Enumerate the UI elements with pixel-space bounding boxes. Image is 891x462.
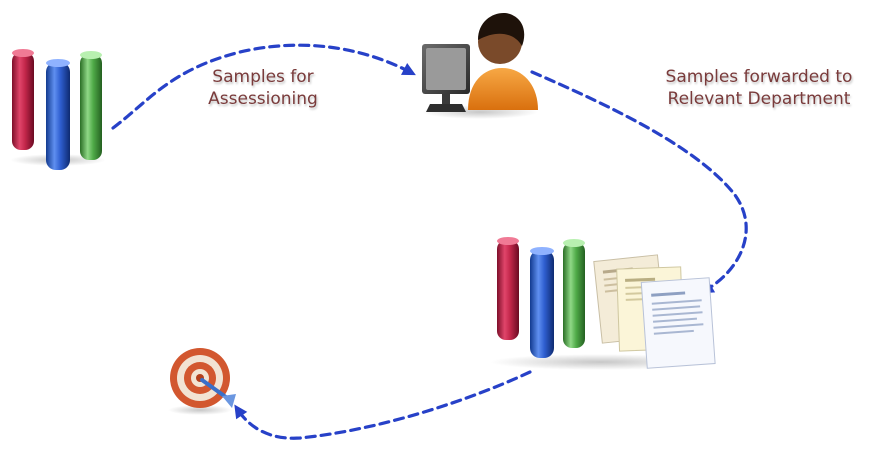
department-red-tube (497, 237, 519, 340)
flow-arrow-to-assessor (111, 43, 416, 130)
label-line: Relevant Department (667, 89, 851, 109)
blue-tube (46, 59, 70, 170)
test-tubes-icon (10, 49, 106, 170)
person (468, 13, 538, 110)
samples-forwarded-label: Samples forwarded to Relevant Department (628, 66, 890, 110)
red-tube (12, 49, 34, 150)
test-tubes-and-documents-icon (490, 237, 716, 370)
label-line: Assessioning (208, 89, 318, 109)
green-tube (80, 51, 102, 160)
person-at-computer-icon (422, 13, 538, 119)
label-line: Samples for (212, 67, 314, 87)
label-line: Samples forwarded to (665, 67, 853, 87)
document-stack (593, 254, 716, 369)
samples-for-assessioning-label: Samples for Assessioning (183, 66, 343, 110)
computer-monitor (422, 44, 470, 112)
flow-arrow-to-target (234, 370, 532, 440)
target-icon (168, 348, 236, 415)
department-blue-tube (530, 247, 554, 358)
department-green-tube (563, 239, 585, 348)
flow-arrow-to-department (530, 70, 748, 294)
